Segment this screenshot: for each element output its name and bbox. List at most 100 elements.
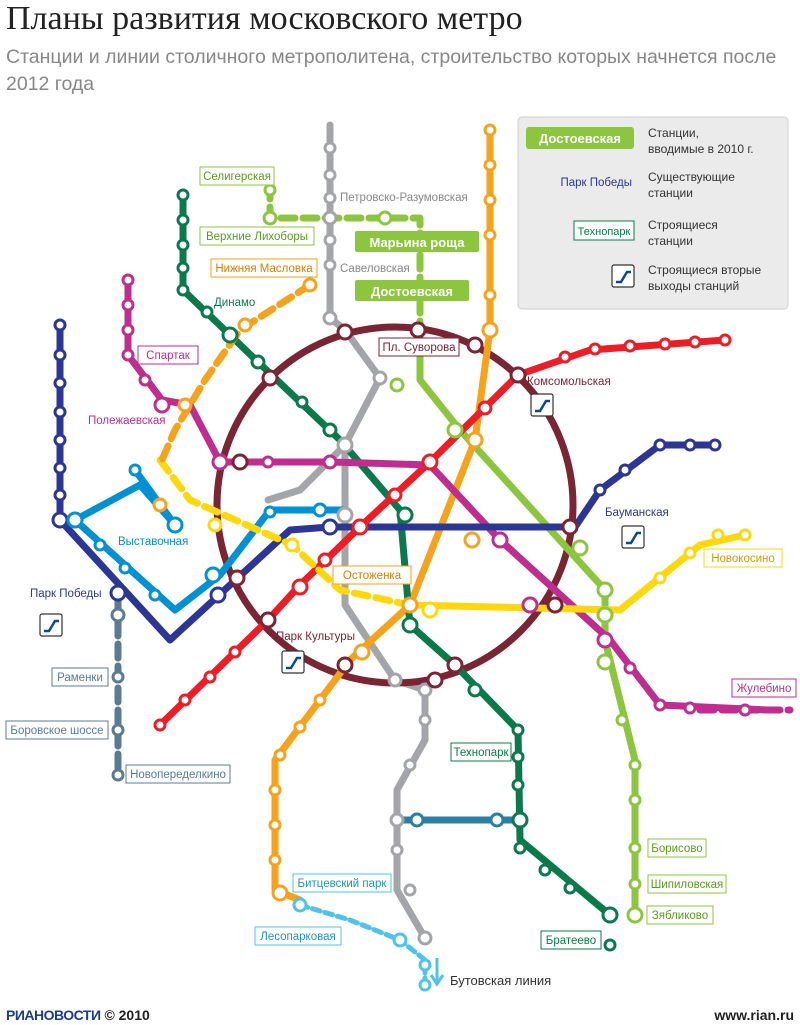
station-dot xyxy=(313,693,327,707)
station-dot xyxy=(738,528,752,542)
station-dot xyxy=(53,348,67,362)
second-exit-icon xyxy=(621,525,645,549)
label-dostoevskaya: Достоевская xyxy=(371,284,453,299)
label-seligerskaya: Селигерская xyxy=(203,171,271,183)
legend-text: Строящиеся вторые xyxy=(648,263,762,277)
station-dot xyxy=(176,188,190,202)
station-dot xyxy=(626,906,644,924)
stations xyxy=(51,123,752,992)
station-dot xyxy=(231,453,249,471)
line-orange-dashed xyxy=(158,281,314,464)
station-dot xyxy=(111,723,125,737)
station-dot xyxy=(176,283,190,297)
legend-badge-construction-text: Технопарк xyxy=(578,226,631,238)
station-dot xyxy=(263,505,277,519)
station-dot xyxy=(166,516,184,534)
station-dot xyxy=(466,431,484,449)
station-dot xyxy=(683,701,697,715)
station-dot xyxy=(53,405,67,419)
station-dot xyxy=(683,438,697,452)
station-dot xyxy=(628,841,642,855)
station-dot xyxy=(109,584,127,602)
station-dot xyxy=(628,758,642,772)
station-dot xyxy=(53,488,67,502)
station-dot xyxy=(268,818,282,832)
station-dot xyxy=(138,373,152,387)
station-dot xyxy=(409,321,427,339)
label-lesoparkovaya: Лесопарковая xyxy=(260,931,335,943)
station-dot xyxy=(322,310,338,326)
station-dot xyxy=(259,611,277,629)
label-park-kultury: Парк Культуры xyxy=(276,631,355,643)
label-baumanskaya: Бауманская xyxy=(605,507,669,519)
legend-text: Станции, xyxy=(648,126,699,140)
legend-badge-existing: Парк Победы xyxy=(560,177,632,189)
footer-copyright: РИАНОВОСТИ © 2010 xyxy=(6,1007,150,1023)
station-dot xyxy=(483,193,497,207)
station-dot xyxy=(538,863,552,877)
station-dot xyxy=(683,546,697,560)
station-dot xyxy=(53,376,67,390)
station-dot xyxy=(228,645,242,659)
station-dot xyxy=(623,661,637,675)
station-dot xyxy=(377,210,393,226)
station-dot xyxy=(273,748,287,762)
station-dot xyxy=(653,438,667,452)
station-dot xyxy=(261,369,279,387)
station-dot xyxy=(323,191,337,205)
station-dot xyxy=(390,843,404,857)
station-dot xyxy=(403,758,417,772)
page-subtitle: Станции и линии столичного метрополитена… xyxy=(6,46,777,95)
station-dot xyxy=(481,321,499,339)
station-dot xyxy=(66,511,84,529)
footer-year: © 2010 xyxy=(104,1007,150,1023)
station-dot xyxy=(396,506,414,524)
station-dot xyxy=(601,906,619,924)
station-dot xyxy=(153,718,167,732)
station-dot xyxy=(263,183,277,197)
station-dot xyxy=(53,318,67,332)
station-dot xyxy=(511,811,529,829)
station-dot xyxy=(372,370,388,386)
station-dot xyxy=(228,569,246,587)
label-zhulebino: Жулебино xyxy=(737,683,792,695)
label-dinamo: Динамо xyxy=(214,297,255,309)
footer-site[interactable]: www.rian.ru xyxy=(714,1007,794,1023)
station-dot xyxy=(708,438,722,452)
station-dot xyxy=(209,586,227,604)
label-spartak: Спартак xyxy=(146,350,191,362)
station-dot xyxy=(593,483,607,497)
label-tekhnopark: Технопарк xyxy=(453,747,509,759)
station-dot xyxy=(628,877,642,891)
station-dot xyxy=(93,538,107,552)
station-dot xyxy=(237,317,253,333)
station-dot xyxy=(483,123,497,137)
station-dot xyxy=(387,487,403,503)
station-dot xyxy=(477,400,493,416)
station-dot xyxy=(653,698,667,712)
station-dot xyxy=(111,768,125,782)
station-dot xyxy=(302,277,318,293)
station-dot xyxy=(53,433,67,447)
station-dot xyxy=(421,453,439,471)
station-dot xyxy=(558,350,572,364)
station-dot xyxy=(152,497,168,513)
footer-brand: РИАНОВОСТИ xyxy=(6,1007,101,1023)
station-dot xyxy=(511,778,525,792)
station-dot xyxy=(128,463,142,477)
station-dot xyxy=(409,812,425,828)
station-dot xyxy=(268,853,282,867)
station-dot xyxy=(121,323,135,337)
station-dot xyxy=(295,395,309,409)
station-dot xyxy=(336,506,354,524)
station-dot xyxy=(596,606,614,624)
station-dot xyxy=(417,930,433,946)
station-dot xyxy=(268,783,282,797)
station-dot xyxy=(446,421,464,439)
label-savelovskaya: Савеловская xyxy=(340,263,410,275)
station-dot xyxy=(336,323,354,341)
line-orange xyxy=(271,124,494,904)
station-dot xyxy=(491,531,509,549)
station-dot xyxy=(596,653,614,671)
